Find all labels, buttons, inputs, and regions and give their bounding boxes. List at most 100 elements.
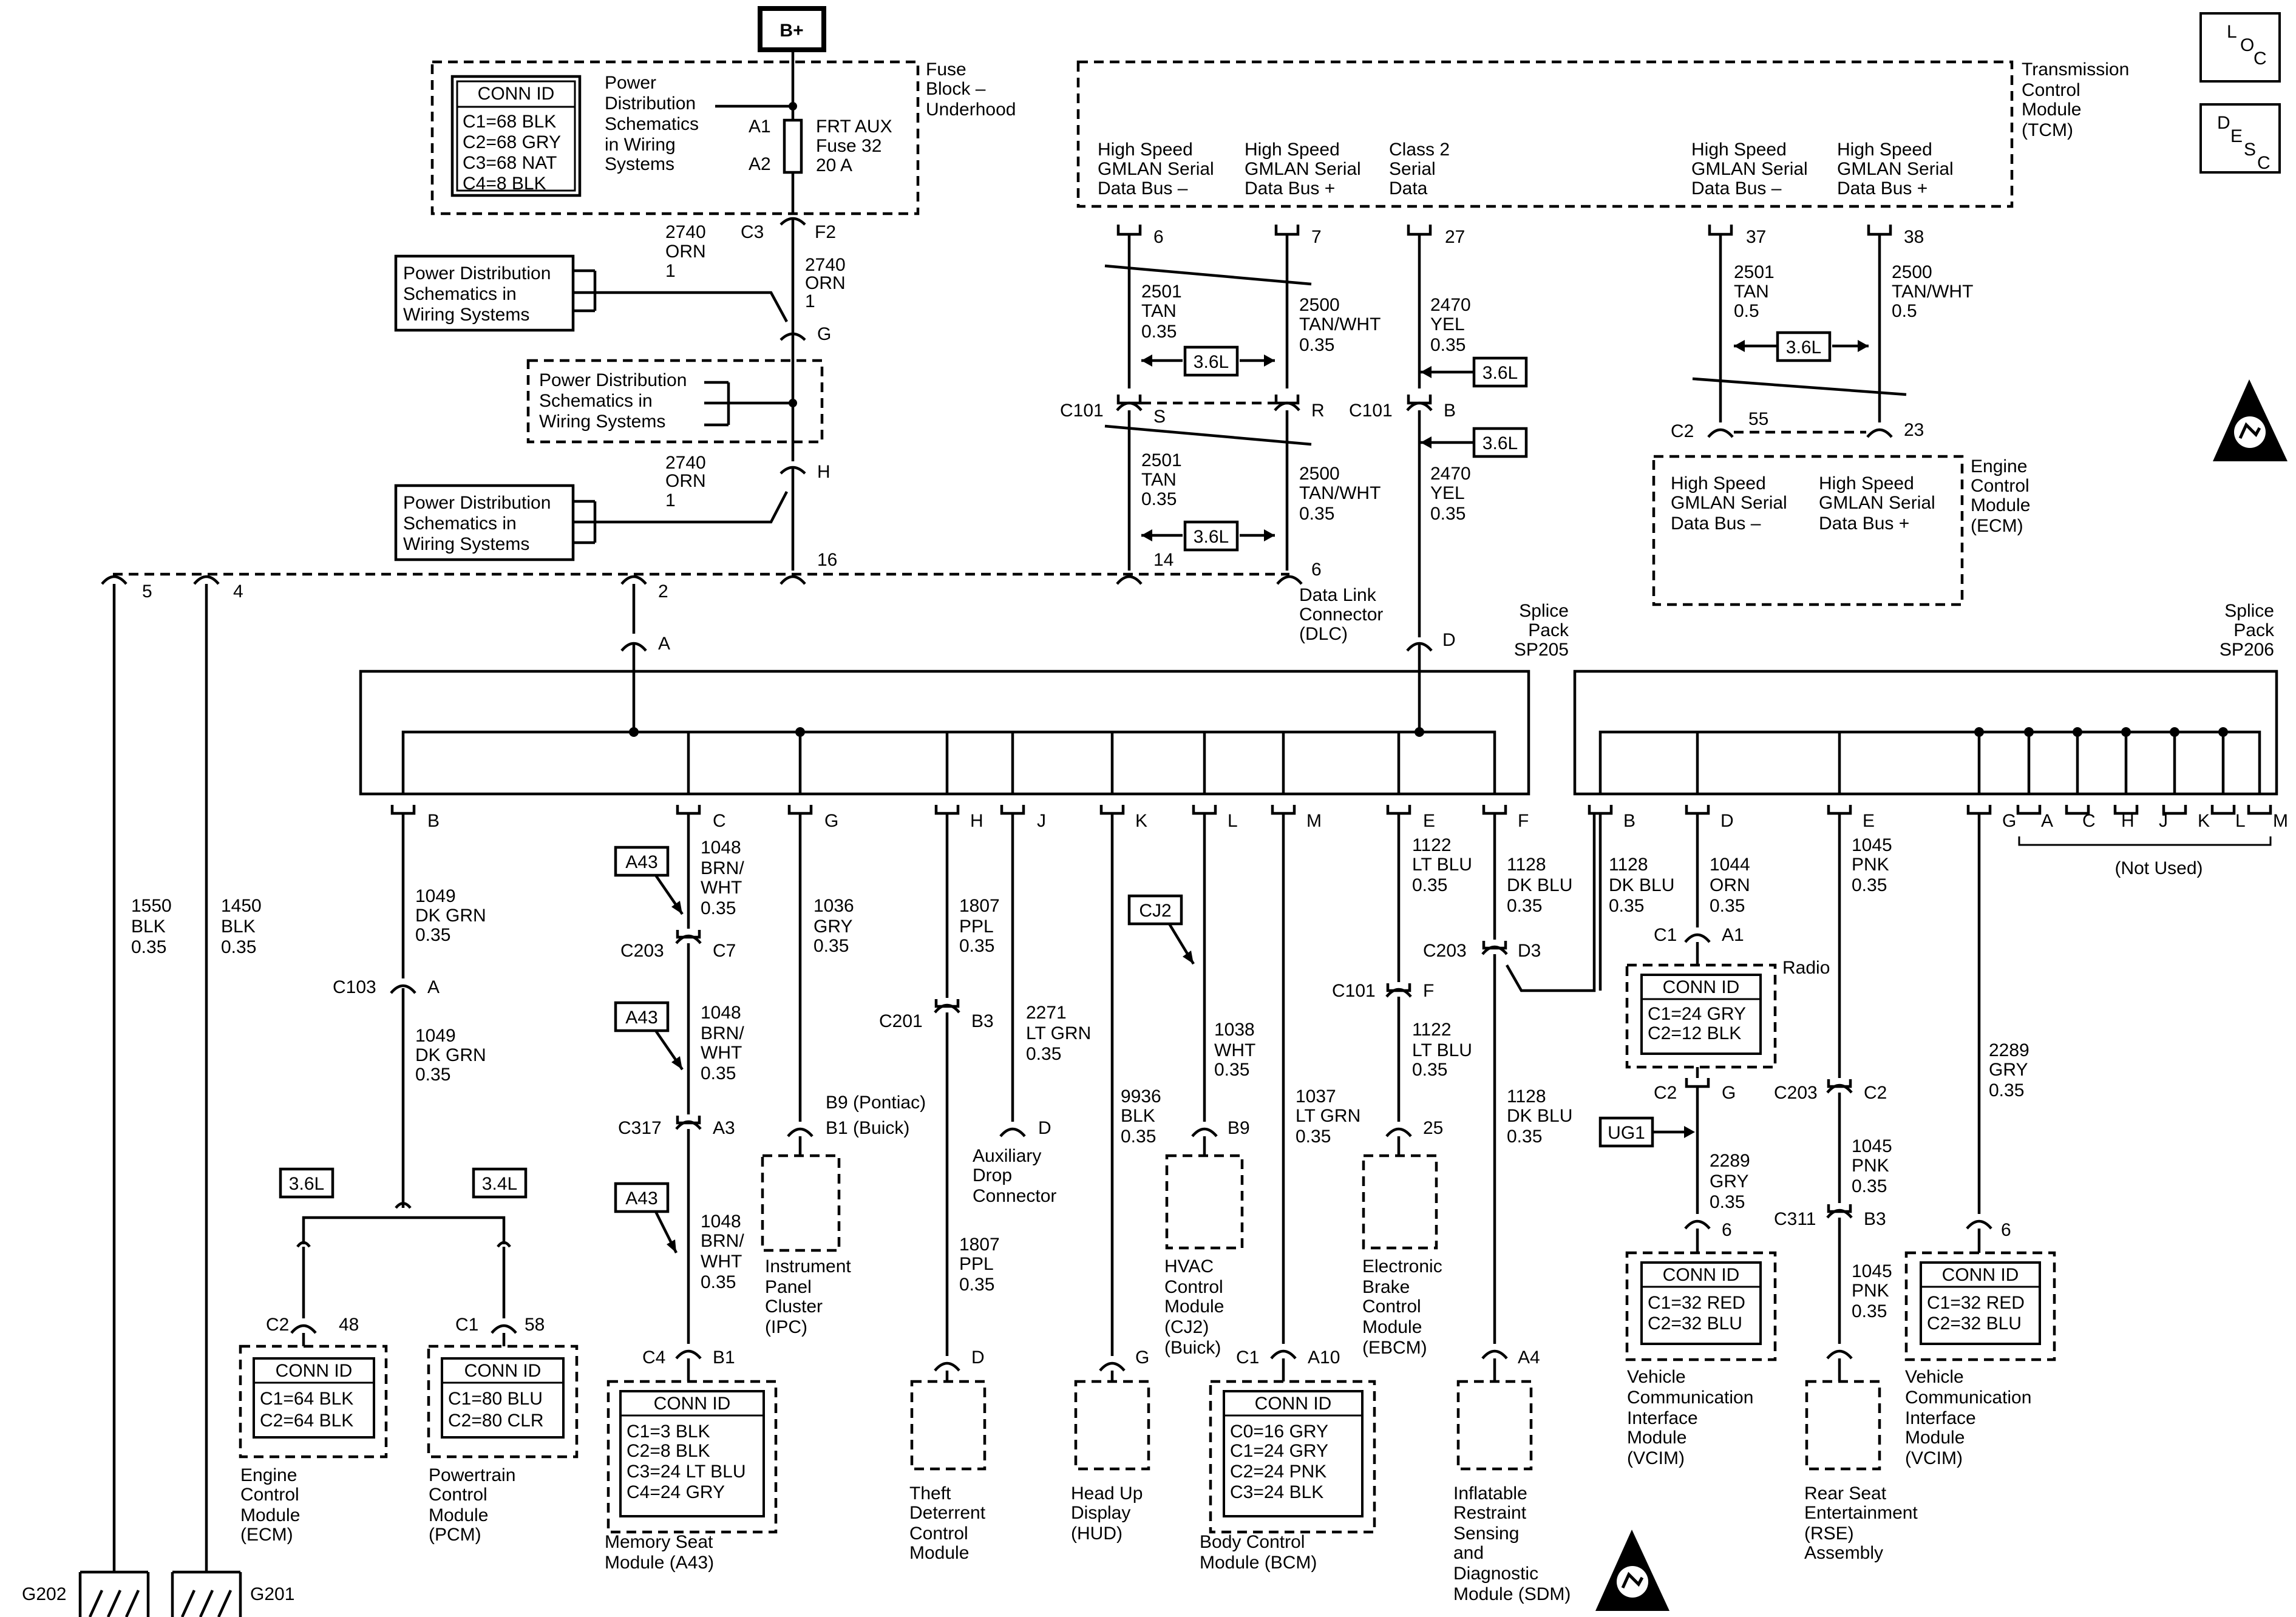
svg-text:1044: 1044 (1710, 855, 1750, 875)
svg-text:C1=68 BLK: C1=68 BLK (463, 112, 556, 132)
svg-text:3.6L: 3.6L (1194, 352, 1229, 372)
body-control-module: CONN ID C0=16 GRY C1=24 GRY C2=24 PNK C3… (1200, 1380, 1376, 1573)
svg-text:Drop: Drop (973, 1165, 1012, 1185)
engine-control-module-top: High Speed GMLAN Serial Data Bus – High … (1652, 455, 2030, 606)
svg-text:Systems: Systems (605, 154, 674, 174)
svg-text:A3: A3 (713, 1118, 735, 1138)
svg-text:K: K (2198, 811, 2210, 831)
svg-text:DK BLU: DK BLU (1609, 875, 1674, 895)
svg-text:Body Control: Body Control (1200, 1532, 1305, 1552)
radio-module: CONN ID C1=24 GRY C2=12 BLK Radio (1625, 958, 1830, 1069)
cj2-option-box[interactable]: CJ2 (1127, 894, 1195, 965)
instrument-panel-cluster-branch: 1036 GRY 0.35 B9 (Pontiac) B1 (Buick) In… (761, 813, 926, 1337)
svg-text:1045: 1045 (1852, 1136, 1892, 1156)
svg-text:C7: C7 (713, 941, 736, 961)
svg-text:Underhood: Underhood (926, 100, 1016, 120)
svg-text:0.35: 0.35 (1214, 1060, 1249, 1080)
svg-text:0.35: 0.35 (813, 936, 849, 956)
svg-text:S: S (1153, 407, 1166, 427)
a43-option-box-2[interactable]: A43 (614, 1001, 684, 1071)
option-36l-arrow-4[interactable]: 3.6L (1421, 427, 1528, 458)
svg-text:CONN ID: CONN ID (654, 1394, 731, 1414)
svg-text:1807: 1807 (959, 896, 1000, 916)
svg-text:Schematics: Schematics (605, 114, 699, 134)
svg-text:2500: 2500 (1892, 262, 1932, 282)
svg-text:0.5: 0.5 (1892, 301, 1917, 321)
svg-text:C1=64 BLK: C1=64 BLK (260, 1389, 353, 1409)
svg-text:C311: C311 (1774, 1209, 1816, 1229)
svg-text:C3=68 NAT: C3=68 NAT (463, 153, 557, 173)
svg-text:Serial: Serial (1389, 159, 1436, 179)
ug1-option-box[interactable]: UG1 (1598, 1116, 1695, 1148)
option-36l-arrow-3[interactable]: 3.6L (1421, 356, 1528, 388)
power-distribution-ref-1[interactable]: Power Distribution Schematics in Wiring … (394, 254, 788, 332)
svg-text:0.35: 0.35 (1296, 1127, 1331, 1147)
svg-text:SP206: SP206 (2220, 640, 2274, 660)
a43-option-box-1[interactable]: A43 (614, 846, 684, 915)
svg-text:Radio: Radio (1782, 958, 1830, 978)
a43-option-box-3[interactable]: A43 (614, 1182, 678, 1254)
svg-text:Deterrent: Deterrent (909, 1503, 986, 1523)
option-36l-arrow-1[interactable]: 3.6L (1141, 345, 1275, 377)
svg-text:C203: C203 (1774, 1083, 1818, 1103)
svg-text:Connector: Connector (1299, 605, 1383, 625)
fuse-block-conn-id: CONN ID C1=68 BLK C2=68 GRY C3=68 NAT C4… (450, 75, 582, 197)
svg-text:CJ2: CJ2 (1139, 901, 1171, 921)
wire-2740-orn: C3 F2 2740 ORN 1 2740 ORN 1 G H 2740 ORN… (665, 217, 846, 571)
svg-text:Module: Module (1971, 495, 2030, 515)
svg-text:CONN ID: CONN ID (1663, 1265, 1740, 1285)
svg-text:DK BLU: DK BLU (1507, 875, 1572, 895)
option-36l-arrow-5[interactable]: 3.6L (1734, 331, 1869, 362)
svg-text:LT GRN: LT GRN (1296, 1106, 1360, 1126)
svg-text:G: G (1135, 1348, 1149, 1368)
svg-text:D: D (1720, 811, 1734, 831)
svg-text:High Speed: High Speed (1671, 473, 1766, 493)
svg-text:C2=64 BLK: C2=64 BLK (260, 1411, 353, 1431)
svg-text:(IPC): (IPC) (765, 1317, 807, 1337)
memory-seat-module: CONN ID C1=3 BLK C2=8 BLK C3=24 LT BLU C… (605, 1380, 778, 1573)
svg-text:A1: A1 (1722, 925, 1744, 945)
svg-text:(CJ2): (CJ2) (1164, 1317, 1209, 1337)
svg-text:1128: 1128 (1507, 1086, 1546, 1107)
desc-icon[interactable]: D E S C (2199, 103, 2281, 174)
svg-text:Module: Module (1164, 1297, 1224, 1317)
svg-text:0.35: 0.35 (131, 937, 166, 957)
svg-text:Control: Control (1971, 476, 2029, 496)
svg-text:C3=24 LT BLU: C3=24 LT BLU (627, 1462, 746, 1482)
svg-text:B1: B1 (713, 1348, 735, 1368)
svg-text:1049: 1049 (415, 1026, 456, 1046)
svg-text:C1: C1 (1236, 1348, 1259, 1368)
svg-text:48: 48 (339, 1315, 359, 1335)
b-plus-label: B+ (779, 21, 803, 41)
svg-text:Head Up: Head Up (1071, 1483, 1143, 1503)
svg-text:Module: Module (240, 1505, 300, 1525)
svg-text:Engine: Engine (1971, 456, 2027, 476)
svg-text:BLK: BLK (131, 917, 166, 937)
loc-icon[interactable]: L O C (2199, 12, 2281, 83)
splice-pack-sp205: Splice Pack SP205 A D (359, 584, 1569, 831)
svg-text:C: C (2257, 153, 2271, 173)
option-36l-box-ecm[interactable]: 3.6L (279, 1167, 335, 1199)
svg-text:Block –: Block – (926, 79, 986, 99)
option-36l-arrow-2[interactable]: 3.6L (1141, 520, 1275, 552)
svg-text:Engine: Engine (240, 1465, 297, 1485)
svg-text:Data Bus –: Data Bus – (1098, 178, 1188, 198)
svg-text:F2: F2 (815, 222, 836, 242)
power-distribution-ref-3[interactable]: Power Distribution Schematics in Wiring … (394, 484, 788, 561)
svg-text:CONN ID: CONN ID (276, 1361, 353, 1381)
svg-text:14: 14 (1153, 550, 1173, 570)
svg-text:0.35: 0.35 (1609, 896, 1644, 916)
svg-text:C2: C2 (1864, 1083, 1887, 1103)
svg-text:0.35: 0.35 (959, 936, 994, 956)
option-34l-box-pcm[interactable]: 3.4L (472, 1167, 528, 1199)
fuse-block-underhood: CONN ID C1=68 BLK C2=68 GRY C3=68 NAT C4… (430, 50, 1016, 215)
power-distribution-ref-2[interactable]: Power Distribution Schematics in Wiring … (526, 359, 824, 444)
svg-text:2501: 2501 (1141, 282, 1182, 302)
fuse-block-schematics-ref[interactable]: Power Distribution Schematics in Wiring … (605, 73, 699, 174)
svg-text:B: B (1444, 401, 1456, 421)
svg-text:A: A (658, 634, 670, 654)
svg-text:C2: C2 (1671, 421, 1694, 441)
svg-text:C101: C101 (1060, 401, 1104, 421)
svg-text:GMLAN Serial: GMLAN Serial (1691, 159, 1808, 179)
svg-text:C203: C203 (1423, 941, 1467, 961)
